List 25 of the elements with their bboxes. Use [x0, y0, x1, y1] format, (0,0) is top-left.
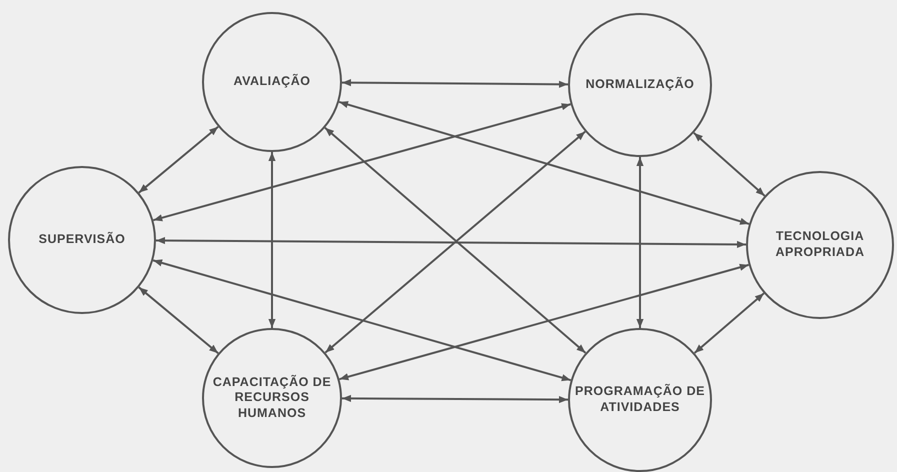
double-arrow — [693, 132, 766, 197]
circle-node — [746, 171, 894, 319]
node-label: CAPACITAÇÃO DE RECURSOS HUMANOS — [212, 374, 332, 422]
node-label: SUPERVISÃO — [38, 232, 126, 248]
double-arrow — [268, 152, 276, 328]
double-arrow — [339, 264, 749, 380]
double-arrow — [138, 126, 219, 194]
double-arrow — [338, 101, 750, 225]
double-arrow — [152, 259, 572, 382]
double-arrow — [636, 157, 644, 328]
double-arrow — [156, 236, 746, 248]
double-arrow — [138, 286, 219, 354]
circle-node — [568, 13, 712, 157]
node-label: NORMALIZAÇÃO — [586, 77, 694, 93]
double-arrow — [342, 394, 568, 404]
circle-node — [202, 12, 342, 152]
circle-node — [8, 166, 156, 314]
double-arrow — [694, 292, 765, 354]
double-arrow — [153, 103, 571, 222]
node-label: AVALIAÇÃO — [234, 74, 310, 90]
circle-node — [568, 328, 712, 472]
node-label: PROGRAMAÇÃO DE ATIVIDADES — [575, 384, 705, 416]
circle-node — [202, 328, 342, 468]
node-label: TECNOLOGIA APROPRIADA — [774, 229, 866, 261]
double-arrow — [342, 79, 568, 88]
